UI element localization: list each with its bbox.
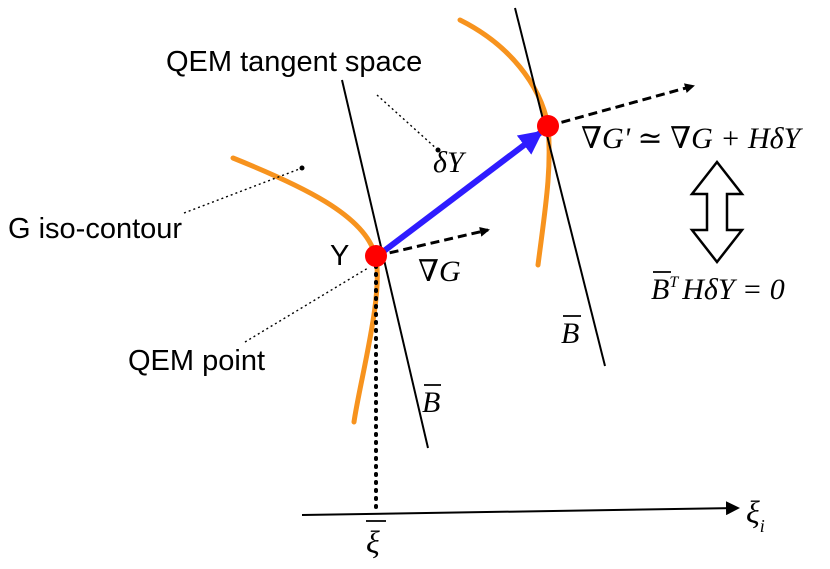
xi-axis-sub: i — [760, 516, 765, 536]
xi-axis-line — [301, 501, 740, 516]
gradient-arrow-left — [375, 226, 490, 258]
gradient-arrow-right — [547, 83, 695, 128]
leader-dot-iso-contour — [299, 165, 305, 171]
label-grad-g: ∇G — [418, 255, 461, 288]
qem-point-dot — [365, 245, 387, 267]
label-point-y: Y — [330, 240, 349, 272]
label-tangent-space: QEM tangent space — [166, 46, 422, 78]
leader-qem-point — [244, 267, 369, 343]
label-grad-g-prime: ∇G' ≃ ∇G + HδY — [581, 122, 804, 155]
leader-dot-tangent-space — [435, 147, 441, 153]
label-delta-y: δY — [433, 146, 467, 179]
label-b-bar-left: B — [422, 386, 440, 419]
label-b-bar-right: B — [561, 317, 579, 350]
constraint-sup: T — [669, 274, 679, 291]
leader-tangent-space — [376, 94, 439, 151]
equivalence-double-arrow — [689, 159, 745, 265]
iso-contour-left — [230, 155, 380, 425]
xi-axis-main: ξ — [746, 494, 760, 530]
label-qem-point: QEM point — [128, 345, 265, 377]
tangent-line-right — [514, 7, 606, 367]
constraint-b: B — [651, 273, 669, 306]
label-xi-bar: ξ — [366, 524, 380, 560]
leader-iso-contour — [183, 167, 303, 214]
label-xi-axis: ξi — [746, 494, 765, 536]
step-arrow — [378, 130, 544, 257]
label-iso-contour: G iso-contour — [8, 213, 182, 245]
iso-contour-right — [457, 17, 552, 268]
tangent-line-left — [341, 79, 429, 449]
constraint-rest: HδY = 0 — [681, 273, 785, 306]
updated-point-dot — [537, 115, 559, 137]
